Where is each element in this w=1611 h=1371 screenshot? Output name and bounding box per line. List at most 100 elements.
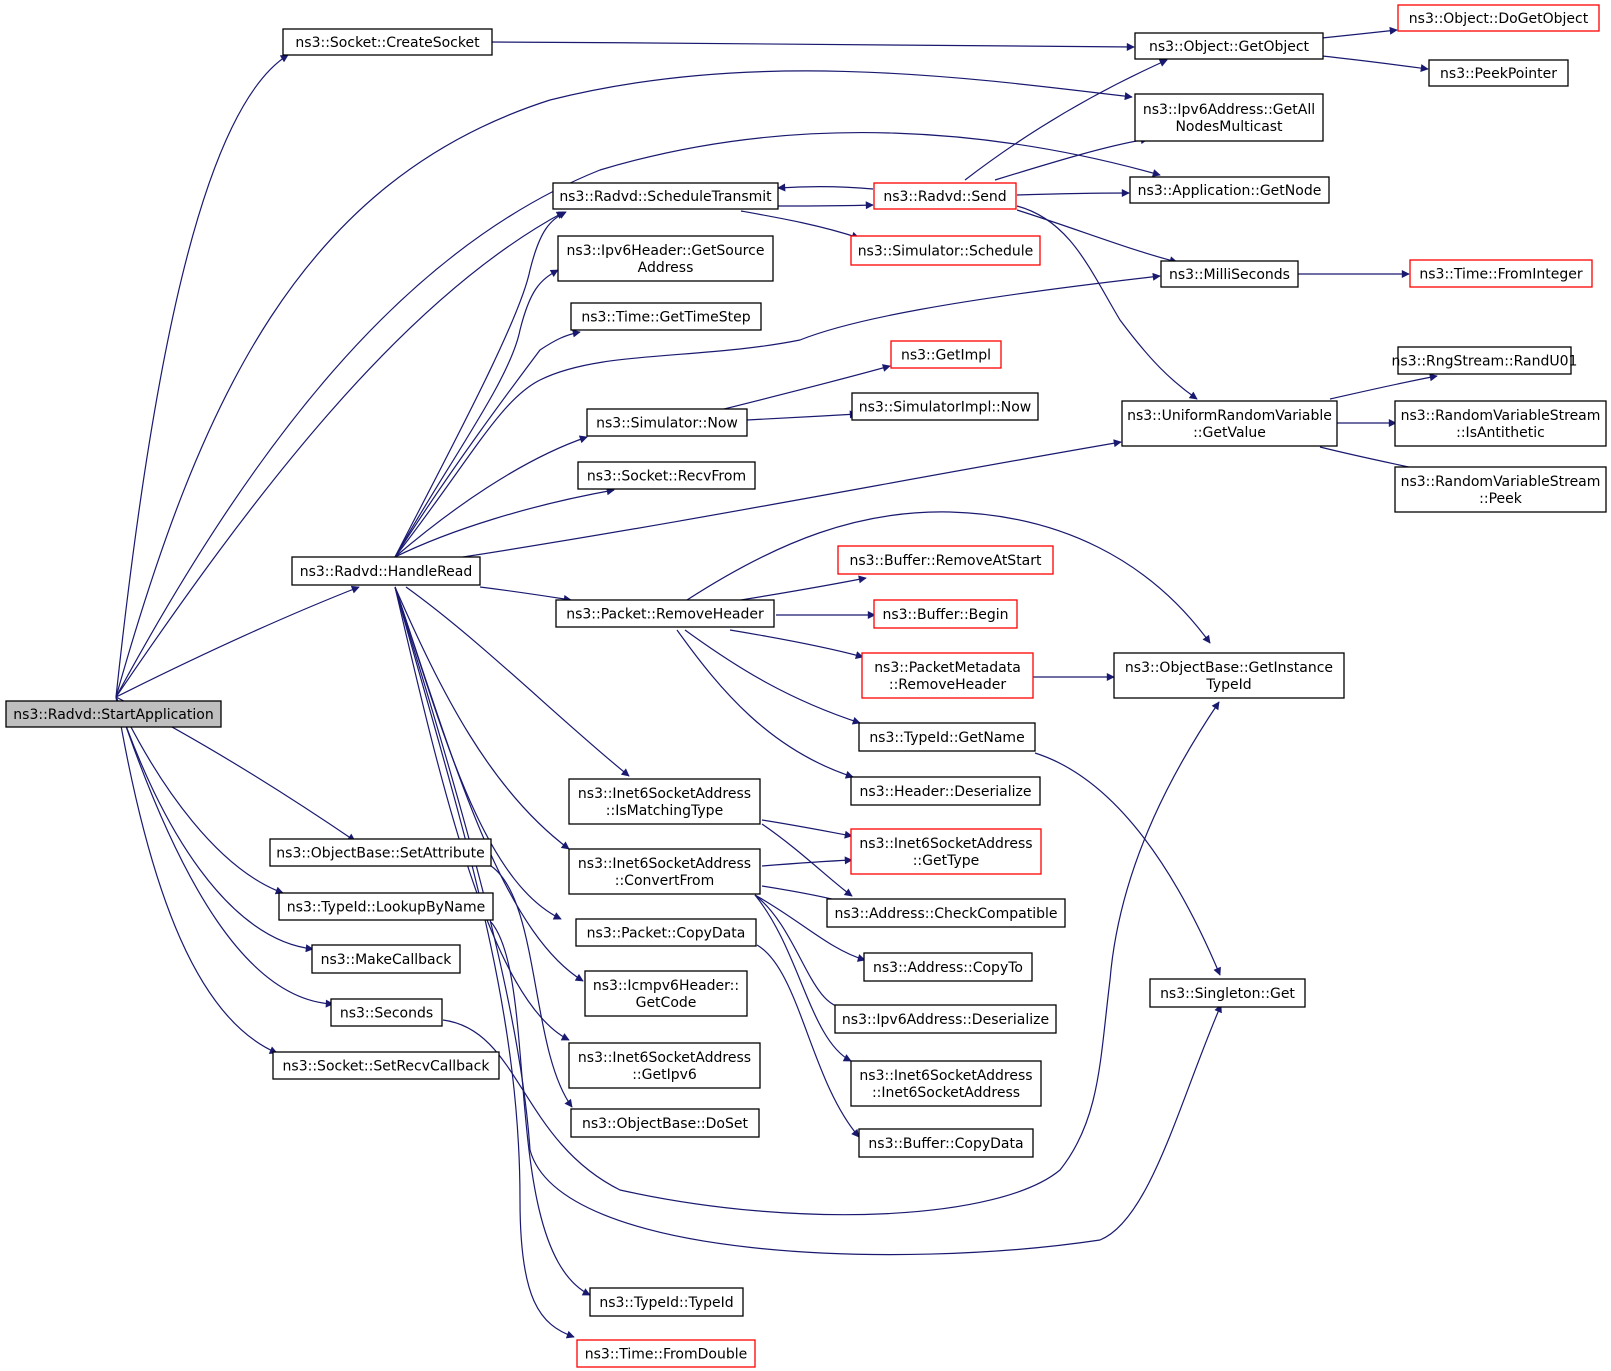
node-label-simnow: ns3::Simulator::Now	[596, 416, 738, 432]
node-seconds[interactable]: ns3::Seconds	[330, 998, 443, 1027]
node-recvfrom[interactable]: ns3::Socket::RecvFrom	[577, 461, 756, 490]
node-box-schedtransmit	[552, 182, 779, 210]
edge-removeheader-headerdeser	[676, 629, 854, 779]
node-icmpgetcode[interactable]: ns3::Icmpv6Header::GetCode	[584, 970, 748, 1017]
node-rvspeek[interactable]: ns3::RandomVariableStream::Peek	[1394, 466, 1607, 513]
node-createsocket[interactable]: ns3::Socket::CreateSocket	[282, 28, 493, 56]
node-fromint[interactable]: ns3::Time::FromInteger	[1409, 259, 1593, 288]
node-bufbegin[interactable]: ns3::Buffer::Begin	[873, 599, 1018, 629]
edge-urv-randu01	[1329, 373, 1438, 400]
node-box-randu01	[1397, 346, 1572, 375]
edge-handleread-i6getipv6	[394, 586, 570, 1041]
node-label-ipv6srcaddr-0: ns3::Ipv6Header::GetSource	[567, 243, 765, 259]
node-bufcopydata[interactable]: ns3::Buffer::CopyData	[858, 1128, 1034, 1158]
node-schedtransmit[interactable]: ns3::Radvd::ScheduleTransmit	[552, 182, 779, 210]
node-isantithetic[interactable]: ns3::RandomVariableStream::IsAntithetic	[1394, 400, 1607, 447]
node-label-bufcopydata: ns3::Buffer::CopyData	[868, 1136, 1023, 1152]
node-box-simnow	[586, 408, 748, 437]
edge-handleread-simnow	[394, 435, 588, 558]
node-gettimestep[interactable]: ns3::Time::GetTimeStep	[570, 302, 762, 331]
node-label-makecallback: ns3::MakeCallback	[321, 952, 453, 968]
edge-simnow-simimplnow	[746, 410, 858, 421]
node-removeheader[interactable]: ns3::Packet::RemoveHeader	[555, 599, 775, 628]
node-appgetnode[interactable]: ns3::Application::GetNode	[1129, 176, 1330, 204]
node-getobject[interactable]: ns3::Object::GetObject	[1134, 32, 1324, 60]
node-label-seconds: ns3::Seconds	[340, 1006, 433, 1022]
node-label-i6ctor-0: ns3::Inet6SocketAddress	[859, 1068, 1032, 1084]
node-box-bufcopydata	[858, 1128, 1034, 1158]
node-peekpointer[interactable]: ns3::PeekPointer	[1428, 59, 1569, 87]
node-setrecvcb[interactable]: ns3::Socket::SetRecvCallback	[272, 1051, 500, 1080]
node-i6gettype[interactable]: ns3::Inet6SocketAddress::GetType	[850, 828, 1042, 875]
node-label-getimpl: ns3::GetImpl	[901, 348, 991, 364]
node-box-dogetobject	[1397, 4, 1600, 32]
node-box-rvspeek	[1394, 466, 1607, 513]
node-bufremove[interactable]: ns3::Buffer::RemoveAtStart	[837, 545, 1054, 575]
node-simimplnow[interactable]: ns3::SimulatorImpl::Now	[851, 392, 1039, 421]
node-typeidgetname[interactable]: ns3::TypeId::GetName	[858, 722, 1036, 752]
edge-handleread-recvfrom	[394, 487, 615, 558]
node-i6getipv6[interactable]: ns3::Inet6SocketAddress::GetIpv6	[568, 1042, 761, 1089]
node-box-simschedule	[850, 235, 1041, 266]
node-addrcopyto[interactable]: ns3::Address::CopyTo	[863, 952, 1033, 982]
node-urvgetvalue[interactable]: ns3::UniformRandomVariable::GetValue	[1121, 400, 1338, 447]
node-randu01[interactable]: ns3::RngStream::RandU01	[1392, 346, 1578, 375]
edge-handleread-gettimestep	[394, 329, 581, 558]
edge-handleread-fromdouble	[394, 586, 575, 1339]
node-ismatching[interactable]: ns3::Inet6SocketAddress::IsMatchingType	[568, 778, 761, 825]
node-fromdouble[interactable]: ns3::Time::FromDouble	[576, 1339, 756, 1368]
node-box-getobject	[1134, 32, 1324, 60]
node-box-getinstancetypeid	[1113, 652, 1345, 699]
node-radvdsend[interactable]: ns3::Radvd::Send	[873, 182, 1017, 210]
node-label-ismatching-1: ::IsMatchingType	[606, 803, 723, 819]
node-dogetobject[interactable]: ns3::Object::DoGetObject	[1397, 4, 1600, 32]
node-label-radvdsend: ns3::Radvd::Send	[883, 189, 1006, 205]
node-makecallback[interactable]: ns3::MakeCallback	[311, 944, 461, 974]
node-handleread[interactable]: ns3::Radvd::HandleRead	[291, 556, 481, 586]
node-label-setattribute: ns3::ObjectBase::SetAttribute	[276, 846, 484, 862]
node-simschedule[interactable]: ns3::Simulator::Schedule	[850, 235, 1041, 266]
node-label-convertfrom-1: ::ConvertFrom	[615, 873, 714, 889]
edge-removeheader-typeidgetname	[684, 629, 861, 725]
edge-start-schedtransmit	[115, 211, 565, 698]
node-pmremove[interactable]: ns3::PacketMetadata::RemoveHeader	[861, 652, 1034, 699]
node-i6ctor[interactable]: ns3::Inet6SocketAddress::Inet6SocketAddr…	[850, 1060, 1042, 1107]
edge-setattribute-doset	[490, 865, 573, 1108]
node-box-lookupbyname	[278, 892, 494, 921]
node-label-bufbegin: ns3::Buffer::Begin	[882, 607, 1008, 623]
edge-schedtransmit-radvdsend	[777, 201, 874, 210]
node-singletonget[interactable]: ns3::Singleton::Get	[1149, 978, 1306, 1008]
node-copydata[interactable]: ns3::Packet::CopyData	[575, 918, 757, 947]
edge-radvdsend-milliseconds	[1016, 209, 1178, 265]
node-label-ipv6allnodes-1: NodesMulticast	[1175, 119, 1283, 135]
node-doset[interactable]: ns3::ObjectBase::DoSet	[570, 1108, 760, 1138]
node-getimpl[interactable]: ns3::GetImpl	[890, 340, 1002, 369]
node-ipv6deser[interactable]: ns3::Ipv6Address::Deserialize	[834, 1004, 1057, 1034]
node-label-copydata: ns3::Packet::CopyData	[587, 926, 746, 942]
node-lookupbyname[interactable]: ns3::TypeId::LookupByName	[278, 892, 494, 921]
node-box-recvfrom	[577, 461, 756, 490]
node-start[interactable]: ns3::Radvd::StartApplication	[5, 700, 222, 728]
node-milliseconds[interactable]: ns3::MilliSeconds	[1160, 260, 1299, 288]
node-simnow[interactable]: ns3::Simulator::Now	[586, 408, 748, 437]
node-label-ipv6deser: ns3::Ipv6Address::Deserialize	[842, 1012, 1049, 1028]
node-headerdeser[interactable]: ns3::Header::Deserialize	[850, 776, 1041, 806]
node-label-ipv6allnodes-0: ns3::Ipv6Address::GetAll	[1143, 102, 1315, 118]
node-box-ismatching	[568, 778, 761, 825]
node-label-handleread: ns3::Radvd::HandleRead	[300, 564, 473, 580]
edge-handleread-milliseconds	[394, 272, 1161, 558]
node-label-getinstancetypeid-0: ns3::ObjectBase::GetInstance	[1125, 660, 1333, 676]
node-box-typeidtypeid	[589, 1287, 744, 1317]
node-label-i6getipv6-0: ns3::Inet6SocketAddress	[578, 1050, 751, 1066]
node-label-gettimestep: ns3::Time::GetTimeStep	[581, 310, 750, 326]
edge-handleread-schedtransmit	[394, 211, 567, 558]
node-convertfrom[interactable]: ns3::Inet6SocketAddress::ConvertFrom	[568, 848, 761, 895]
node-typeidtypeid[interactable]: ns3::TypeId::TypeId	[589, 1287, 744, 1317]
node-checkcompat[interactable]: ns3::Address::CheckCompatible	[826, 898, 1066, 928]
node-label-urvgetvalue-1: ::GetValue	[1193, 425, 1266, 441]
node-box-milliseconds	[1160, 260, 1299, 288]
node-setattribute[interactable]: ns3::ObjectBase::SetAttribute	[269, 838, 492, 867]
